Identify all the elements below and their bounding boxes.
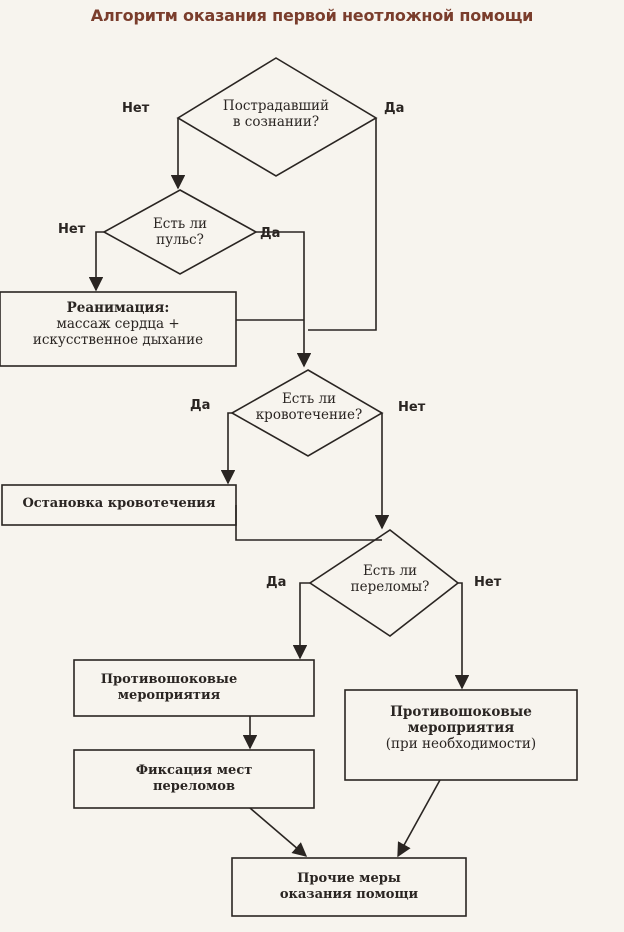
decision-fractures-yes: Да	[266, 575, 287, 590]
box-fixation-label: Фиксация мест переломов	[135, 763, 253, 794]
decision-bleeding-diamond	[230, 369, 384, 457]
diagram-title: Алгоритм оказания первой неотложной помо…	[90, 6, 534, 25]
decision-pulse-no: Нет	[58, 222, 86, 237]
decision-conscious-yes: Да	[384, 101, 405, 116]
decision-bleeding-label: Есть ли кровотечение?	[255, 391, 363, 424]
decision-conscious-diamond	[176, 57, 378, 177]
box-resuscitation-label: Реанимация: массаж сердца + искусственно…	[32, 300, 204, 349]
box-stop-bleeding-label: Остановка кровотечения	[22, 496, 216, 511]
decision-fractures-no: Нет	[474, 575, 502, 590]
box-antishock-right	[344, 689, 578, 781]
decision-conscious-no: Нет	[122, 101, 150, 116]
decision-conscious-label: Пострадавший в сознании?	[222, 98, 330, 131]
decision-fractures-diamond	[308, 529, 460, 637]
decision-pulse-diamond	[102, 189, 258, 275]
box-antishock-left	[73, 659, 315, 717]
box-resuscitation	[0, 291, 237, 367]
box-antishock-left-label: Противошоковые мероприятия	[100, 672, 238, 703]
decision-pulse-label: Есть ли пульс?	[152, 216, 208, 249]
box-other	[231, 857, 467, 917]
box-fixation	[73, 749, 315, 809]
box-antishock-right-label: Противошоковые мероприятия (при необходи…	[385, 704, 537, 753]
decision-fractures-label: Есть ли переломы?	[350, 563, 430, 596]
box-other-label: Прочие меры оказания помощи	[279, 871, 419, 902]
decision-bleeding-yes: Да	[190, 398, 211, 413]
decision-bleeding-no: Нет	[398, 400, 426, 415]
decision-pulse-yes: Да	[260, 226, 281, 241]
